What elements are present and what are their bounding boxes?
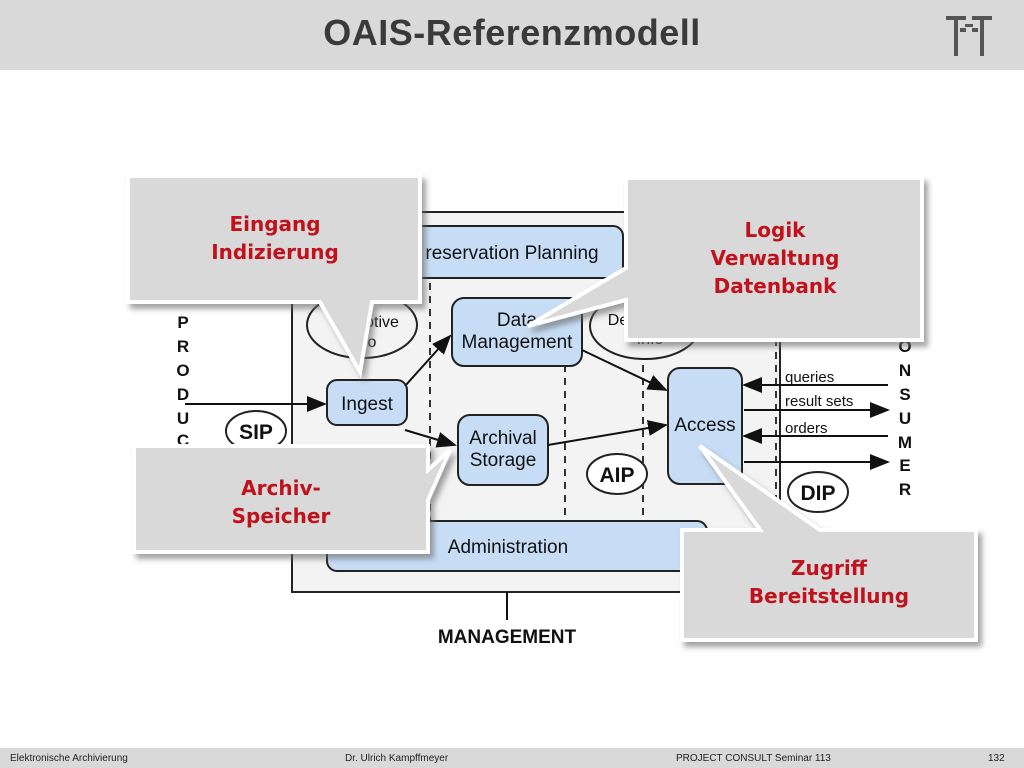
slide-title: OAIS-Referenzmodell (323, 12, 701, 53)
dip-ellipse: DIP (787, 471, 849, 513)
aip-ellipse: AIP (586, 453, 648, 495)
svg-text:M: M (898, 433, 912, 452)
data-management-box: Data Management (451, 297, 583, 367)
svg-text:U: U (177, 409, 189, 428)
svg-text:De: De (608, 312, 629, 329)
callout-line: Speicher (231, 504, 331, 528)
company-logo (946, 16, 992, 56)
callout-line: Zugriff (791, 556, 867, 580)
archival-storage-box: Archival Storage (457, 414, 549, 486)
svg-text:U: U (899, 409, 911, 428)
svg-text:Management: Management (462, 332, 574, 353)
callout-archival-storage-text: Archiv- Speicher (176, 474, 386, 530)
callout-access-text: Zugriff Bereitstellung (724, 554, 934, 610)
svg-text:otive: otive (365, 314, 399, 331)
svg-text:R: R (899, 480, 911, 499)
orders-label: orders (785, 420, 828, 437)
descriptive-info-ellipse-left: otive o (306, 291, 418, 359)
svg-text:O: O (898, 337, 911, 356)
svg-text:P: P (177, 313, 188, 332)
callout-line: Indizierung (211, 240, 339, 264)
svg-text:o: o (368, 334, 377, 351)
svg-text:Access: Access (674, 415, 735, 436)
callout-line: Verwaltung (710, 246, 840, 270)
result-sets-label: result sets (785, 393, 853, 410)
svg-text:Archival: Archival (469, 428, 537, 449)
footer-author: Dr. Ulrich Kampffmeyer (345, 753, 449, 764)
callout-line: Eingang (229, 212, 321, 236)
svg-text:E: E (899, 456, 910, 475)
footer-seminar: PROJECT CONSULT Seminar 113 (676, 753, 831, 764)
callout-line: Datenbank (713, 274, 837, 298)
preservation-planning-box: reservation Planning (394, 225, 624, 279)
sip-ellipse: SIP (225, 410, 287, 452)
callout-ingest-text: Eingang Indizierung (170, 210, 380, 266)
footer-bar: Elektronische Archivierung Dr. Ulrich Ka… (0, 748, 1024, 768)
arrow-data-management-to-access (581, 349, 668, 391)
svg-text:N: N (899, 361, 911, 380)
svg-text:S: S (899, 385, 910, 404)
arrow-archival-storage-to-access (547, 420, 668, 446)
svg-text:Data: Data (497, 310, 538, 331)
arrow-ingest-to-archival-storage (404, 429, 457, 448)
consumer-label: O N S U M E R (898, 337, 912, 499)
svg-text:O: O (176, 361, 189, 380)
ingest-box: Ingest (326, 379, 408, 426)
access-box: Access (667, 367, 743, 485)
svg-text:DIP: DIP (800, 482, 835, 505)
svg-text:SIP: SIP (239, 421, 273, 444)
callout-line: Logik (744, 218, 806, 242)
svg-text:Ingest: Ingest (341, 394, 393, 415)
descriptive-info-ellipse-right: De Info (589, 292, 701, 360)
footer-page-number: 132 (988, 753, 1005, 764)
management-label: MANAGEMENT (438, 627, 577, 648)
callout-data-management-text: Logik Verwaltung Datenbank (670, 216, 880, 300)
producer-label: P R O D U C (176, 313, 189, 450)
svg-text:AIP: AIP (599, 464, 634, 487)
svg-text:reservation Planning: reservation Planning (425, 243, 598, 264)
queries-label: queries (785, 369, 834, 386)
footer-course: Elektronische Archivierung (10, 753, 128, 764)
svg-text:C: C (177, 431, 189, 450)
callout-line: Bereitstellung (748, 584, 910, 608)
svg-text:Storage: Storage (470, 450, 537, 471)
svg-text:Administration: Administration (448, 537, 568, 558)
svg-text:D: D (177, 385, 189, 404)
callout-line: Archiv- (241, 476, 321, 500)
title-bar (0, 0, 1024, 70)
svg-text:R: R (177, 337, 189, 356)
svg-text:Info: Info (637, 331, 664, 348)
